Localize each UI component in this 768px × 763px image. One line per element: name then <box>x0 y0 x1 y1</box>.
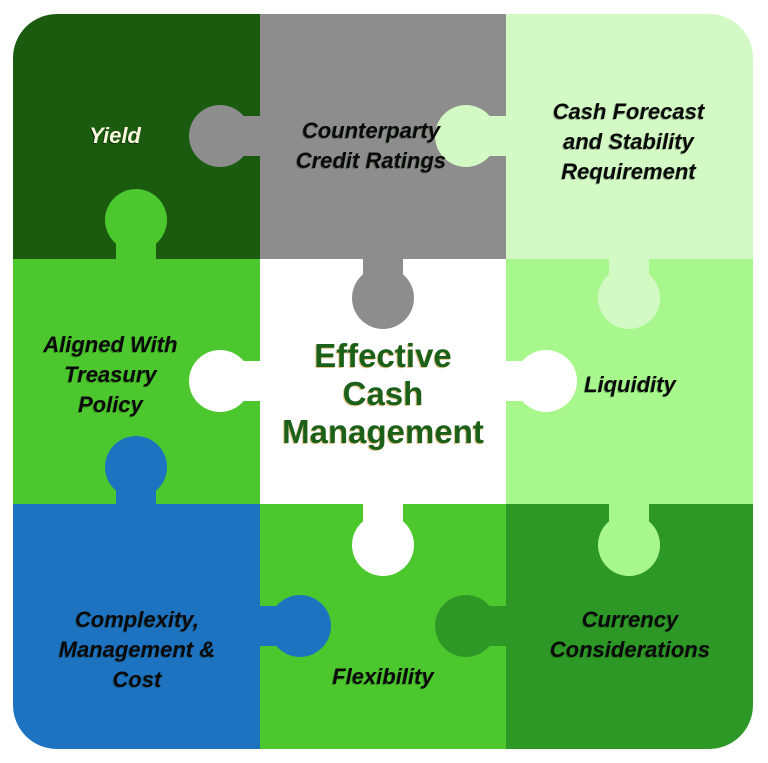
tab-knob <box>352 514 414 576</box>
tab-knob <box>189 105 251 167</box>
tab-center-into-liquidity <box>504 350 577 412</box>
tab-knob <box>105 189 167 251</box>
tab-complexity-into-aligned <box>105 436 167 507</box>
tab-complexity-into-flexibility <box>258 595 331 657</box>
piece-cash-forecast <box>506 14 753 260</box>
tab-center-into-flexibility <box>352 502 414 576</box>
tab-knob <box>435 595 497 657</box>
tab-knob <box>189 350 251 412</box>
tab-knob <box>598 267 660 329</box>
tab-counterparty-into-yield <box>189 105 262 167</box>
tab-knob <box>515 350 577 412</box>
tab-aligned-into-yield <box>105 189 167 262</box>
tab-currency-into-flexibility <box>435 595 508 657</box>
tab-knob <box>269 595 331 657</box>
tab-knob <box>105 436 167 498</box>
tab-knob <box>598 514 660 576</box>
tab-knob <box>435 105 497 167</box>
tab-cash-forecast-into-liquidity <box>598 256 660 329</box>
tab-center-into-aligned <box>189 350 262 412</box>
tab-cash-forecast-into-counterparty <box>435 105 508 167</box>
piece-complexity <box>13 504 260 749</box>
tab-knob <box>352 267 414 329</box>
tab-liquidity-into-currency <box>598 502 660 576</box>
tab-counterparty-into-center <box>352 256 414 329</box>
